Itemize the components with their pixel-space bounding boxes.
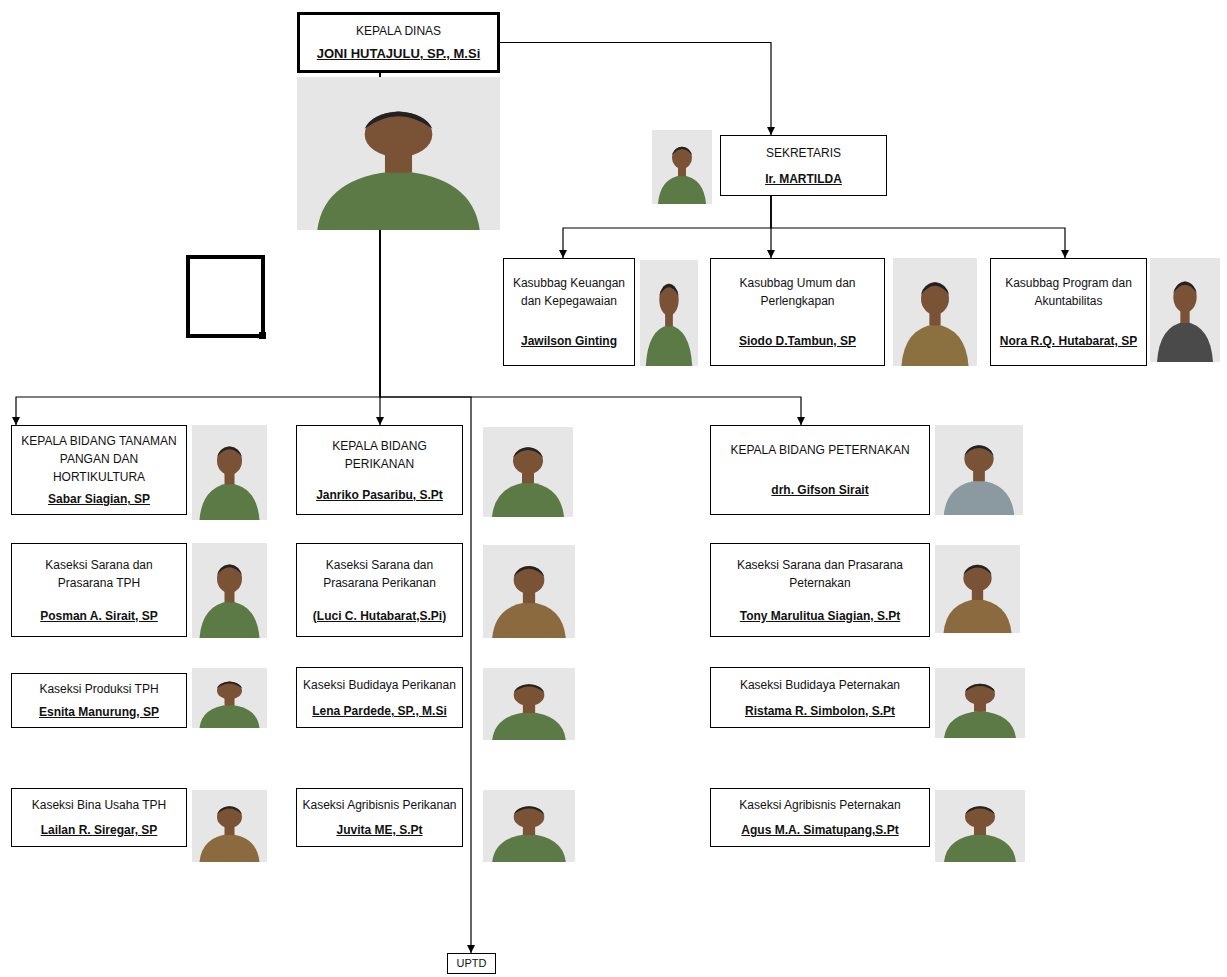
position-title: KEPALA BIDANG TANAMAN PANGAN DAN HORTIKU… [16,432,182,486]
person-name: Lena Pardede, SP., M.Si [312,704,447,720]
photo [935,545,1020,633]
person-name: Sabar Siagian, SP [48,492,150,508]
position-title: KEPALA BIDANG PERIKANAN [301,437,458,473]
position-title: Kaseksi Sarana dan Prasarana TPH [16,556,182,592]
connector [771,196,1065,258]
photo [935,790,1025,862]
person-name: Tony Marulitua Siagian, S.Pt [740,609,900,625]
org-box: Kaseksi Agribisnis PerikananJuvita ME, S… [296,788,463,847]
person-name: Ristama R. Simbolon, S.Pt [745,704,895,720]
position-title: UPTD [457,957,487,970]
connector [500,43,771,136]
corner-handle [259,332,266,339]
photo [640,260,698,366]
org-box: Kasubbag Keuangan dan KepegawaianJawilso… [503,258,635,366]
org-box: UPTD [447,953,496,974]
org-box: Kaseksi Budidaya PerikananLena Pardede, … [296,667,463,728]
empty-box [188,257,263,336]
person-name: Siodo D.Tambun, SP [739,334,856,350]
photo [483,790,575,862]
position-title: SEKRETARIS [766,144,841,162]
position-title: Kasubbag Program dan Akuntabilitas [995,274,1142,310]
photo [192,790,267,862]
org-box: Kaseksi Produksi TPH Esnita Manurung, SP [11,673,187,728]
person-name: Juvita ME, S.Pt [336,823,422,839]
org-box: Kaseksi Budidaya PeternakanRistama R. Si… [710,667,930,728]
person-name: Posman A. Sirait, SP [40,609,158,625]
photo [1150,258,1220,362]
position-title: Kaseksi Bina Usaha TPH [32,796,167,814]
org-box: Kasubbag Program dan AkuntabilitasNora R… [990,258,1147,366]
person-name: Nora R.Q. Hutabarat, SP [1000,334,1137,350]
position-title: KEPALA BIDANG PETERNAKAN [730,441,909,459]
position-title: Kaseksi Sarana dan Prasarana Peternakan [715,556,925,592]
photo [192,543,267,638]
photo [893,258,977,366]
position-title: Kaseksi Agribisnis Perikanan [302,796,456,814]
org-box: KEPALA BIDANG PERIKANAN Janriko Pasaribu,… [296,425,463,515]
photo [935,425,1023,515]
position-title: Kasubbag Keuangan dan Kepegawaian [508,274,630,310]
position-title: Kasubbag Umum dan Perlengkapan [715,274,880,310]
org-box: Kaseksi Sarana dan Prasarana TPH Posman A… [11,543,187,637]
org-box: Kaseksi Sarana dan Prasarana PeternakanT… [710,543,930,637]
person-name: Ir. MARTILDA [765,172,842,188]
photo [192,425,267,520]
position-title: Kaseksi Sarana dan Prasarana Perikanan [301,556,458,592]
position-title: Kaseksi Produksi TPH [39,680,158,698]
photo [483,545,575,638]
person-name: Janriko Pasaribu, S.Pt [316,488,443,504]
photo [935,668,1025,738]
photo [483,427,573,517]
person-name: Jawilson Ginting [521,334,617,350]
connector [563,196,771,258]
org-box: SEKRETARIS Ir. MARTILDA [720,135,887,196]
position-title: Kaseksi Budidaya Peternakan [740,676,900,694]
org-box: KEPALA BIDANG TANAMAN PANGAN DAN HORTIKU… [11,425,187,515]
person-name: Lailan R. Siregar, SP [41,823,158,839]
photo [483,668,575,740]
org-box: Kasubbag Umum dan PerlengkapanSiodo D.Ta… [710,258,885,366]
position-title: Kaseksi Agribisnis Peternakan [739,796,900,814]
photo [652,130,712,204]
position-title: KEPALA DINAS [356,22,441,40]
org-box: KEPALA BIDANG PETERNAKAN drh. Gifson Sira… [710,425,930,515]
photo [192,668,267,728]
person-name: Esnita Manurung, SP [39,705,159,721]
position-title: Kaseksi Budidaya Perikanan [303,676,456,694]
org-box: Kaseksi Bina Usaha TPH Lailan R. Siregar,… [11,788,187,847]
person-name: (Luci C. Hutabarat,S.Pi) [313,609,446,625]
org-box: KEPALA DINAS JONI HUTAJULU, SP., M.Si [297,12,500,73]
photo [297,77,500,230]
person-name: drh. Gifson Sirait [771,483,868,499]
person-name: JONI HUTAJULU, SP., M.Si [317,46,481,63]
org-box: Kaseksi Agribisnis PeternakanAgus M.A. S… [710,788,930,847]
org-box: Kaseksi Sarana dan Prasarana Perikanan (L… [296,543,463,637]
person-name: Agus M.A. Simatupang,S.Pt [741,823,898,839]
